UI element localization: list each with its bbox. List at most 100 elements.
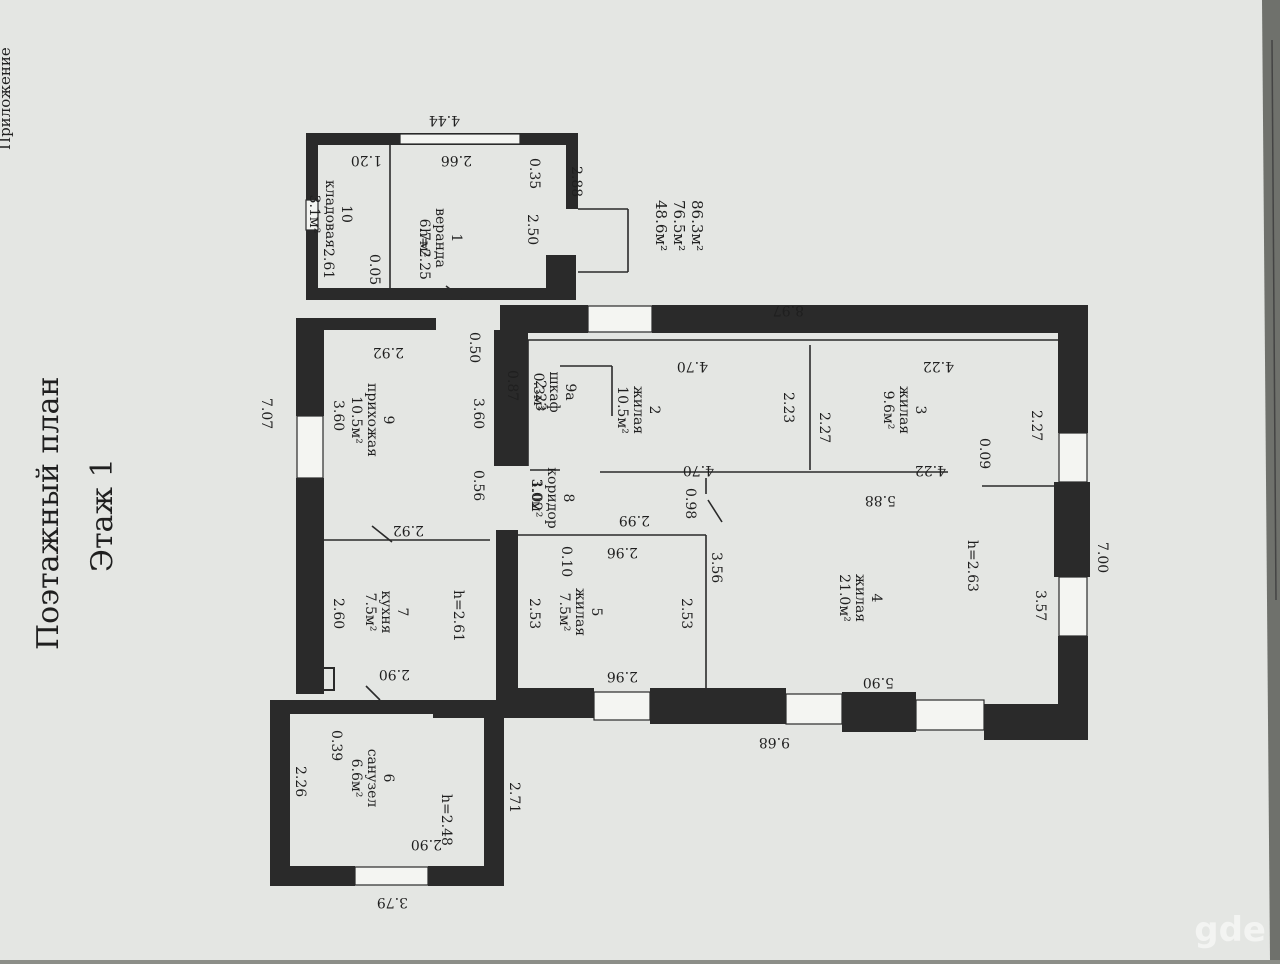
dim-2-61: 2.61 xyxy=(320,248,336,279)
dim-2-71: 2.71 xyxy=(506,782,522,813)
dim-2-53-b: 2.53 xyxy=(678,598,694,629)
room-name: жилая xyxy=(896,386,912,434)
room-area: 7.5м² xyxy=(556,593,572,632)
dim-4-22-mid: 4.22 xyxy=(915,462,946,478)
dim-5-88: 5.88 xyxy=(865,492,896,508)
watermark-logo: gde xyxy=(1194,910,1266,950)
room-name: жилая xyxy=(572,588,588,636)
window-room5 xyxy=(594,692,650,720)
dim-2-99: 2.99 xyxy=(619,512,650,528)
wall-prihozhaya-top xyxy=(296,318,436,330)
window-prihozhaya xyxy=(297,416,323,478)
wall-bath-right xyxy=(484,700,504,886)
room-number: 3 xyxy=(912,406,928,415)
dim-4-70-mid: 4.70 xyxy=(683,462,714,478)
window-room4-south-b xyxy=(786,694,842,724)
dim-7-07: 7.07 xyxy=(258,398,274,429)
room-name: кладовая xyxy=(322,180,338,248)
area-total-2: 76.5м² xyxy=(670,200,688,251)
room-name: жилая xyxy=(852,574,868,622)
dim-2-53-a: 2.53 xyxy=(526,598,542,629)
room-number: 6 xyxy=(380,774,396,783)
wall-east-west-a xyxy=(496,530,518,718)
dim-0-56: 0.56 xyxy=(470,470,486,501)
dim-2-23-a: 2.23 xyxy=(532,380,548,411)
dim-2-96-bottom: 2.96 xyxy=(607,668,638,684)
dim-2-60: 2.60 xyxy=(330,598,346,629)
dim-2-96-top: 2.96 xyxy=(607,544,638,560)
room-number: 4 xyxy=(868,594,884,603)
window-room4-east xyxy=(1059,577,1087,636)
dim-3-60-right: 3.60 xyxy=(470,398,486,429)
wall-east-top-b xyxy=(652,305,1086,333)
room-area: 7.5м² xyxy=(362,593,378,632)
dim-3-56: 3.56 xyxy=(708,552,724,583)
wall-south-b xyxy=(842,692,916,732)
room-name: кухня xyxy=(378,590,394,633)
wall-south-a xyxy=(984,704,1088,740)
dim-1-02: 1.02 xyxy=(528,480,544,511)
room-name: жилая xyxy=(630,386,646,434)
height-label: h=2.25 xyxy=(416,228,432,280)
dim-2-26: 2.26 xyxy=(292,766,308,797)
dim-2-90-bottom: 2.90 xyxy=(411,836,442,852)
dim-2-27-a: 2.27 xyxy=(816,412,832,443)
dim-9-68: 9.68 xyxy=(759,734,790,750)
dim-0-35: 0.35 xyxy=(526,158,542,189)
dim-3-60-left: 3.60 xyxy=(330,400,346,431)
room-area: 10.5м² xyxy=(348,396,364,444)
room-area: 21.0м² xyxy=(836,574,852,622)
dim-2-50: 2.50 xyxy=(524,214,540,245)
room-number: 2 xyxy=(646,406,662,415)
dim-0-05: 0.05 xyxy=(366,254,382,285)
room-name: санузел xyxy=(364,749,380,808)
room-number: 9 xyxy=(380,416,396,425)
dim-8-97: 8.97 xyxy=(773,302,804,318)
window-bathroom xyxy=(355,867,428,885)
room-number: 1 xyxy=(448,234,464,243)
wall-east-right-a xyxy=(1058,305,1088,433)
dim-4-44: 4.44 xyxy=(429,112,460,128)
dim-2-88: 2.88 xyxy=(568,166,584,197)
room-name: веранда xyxy=(432,208,448,268)
dim-0-09: 0.09 xyxy=(976,438,992,469)
edge-text: Приложение xyxy=(0,47,14,150)
wall-south-c xyxy=(650,688,786,724)
dim-5-90: 5.90 xyxy=(863,674,894,690)
room-number: 8 xyxy=(560,494,576,503)
room-area: 6.6м² xyxy=(348,759,364,798)
plan-floor: Этаж 1 xyxy=(85,458,120,572)
dim-2-23-b: 2.23 xyxy=(780,392,796,423)
dim-0-87: 0.87 xyxy=(504,370,520,401)
dim-0-50: 0.50 xyxy=(466,332,482,363)
room-number: 10 xyxy=(338,205,354,223)
area-total-3: 86.3м² xyxy=(688,200,706,251)
room-area: 10.5м² xyxy=(614,386,630,434)
room-area: 9.6м² xyxy=(880,391,896,430)
dim-7-00: 7.00 xyxy=(1094,542,1110,573)
wall-west-1 xyxy=(296,318,324,416)
room-number: 7 xyxy=(394,608,410,617)
dim-2-27-b: 2.27 xyxy=(1028,410,1044,441)
plan-title: Поэтажный план xyxy=(31,377,66,650)
dim-3-57: 3.57 xyxy=(1032,590,1048,621)
dim-3-79: 3.79 xyxy=(377,894,408,910)
wall-east-top-a xyxy=(500,305,588,333)
dim-2-92-mid: 2.92 xyxy=(393,522,424,538)
window-room3 xyxy=(1059,433,1087,482)
height-label: h=2.63 xyxy=(964,540,980,592)
wall-north-bottom xyxy=(306,288,556,300)
room-number: 5 xyxy=(588,608,604,617)
dim-2-66: 2.66 xyxy=(441,152,472,168)
dim-0-39: 0.39 xyxy=(328,730,344,761)
dim-0-98: 0.98 xyxy=(682,488,698,519)
height-label: h=2.61 xyxy=(450,590,466,642)
room-area: 3.1м² xyxy=(306,195,322,234)
dim-4-22-top: 4.22 xyxy=(923,358,954,374)
dim-2-90-mid: 2.90 xyxy=(379,666,410,682)
window-room4-south-a xyxy=(916,700,984,730)
wall-east-right-b xyxy=(1054,482,1090,577)
